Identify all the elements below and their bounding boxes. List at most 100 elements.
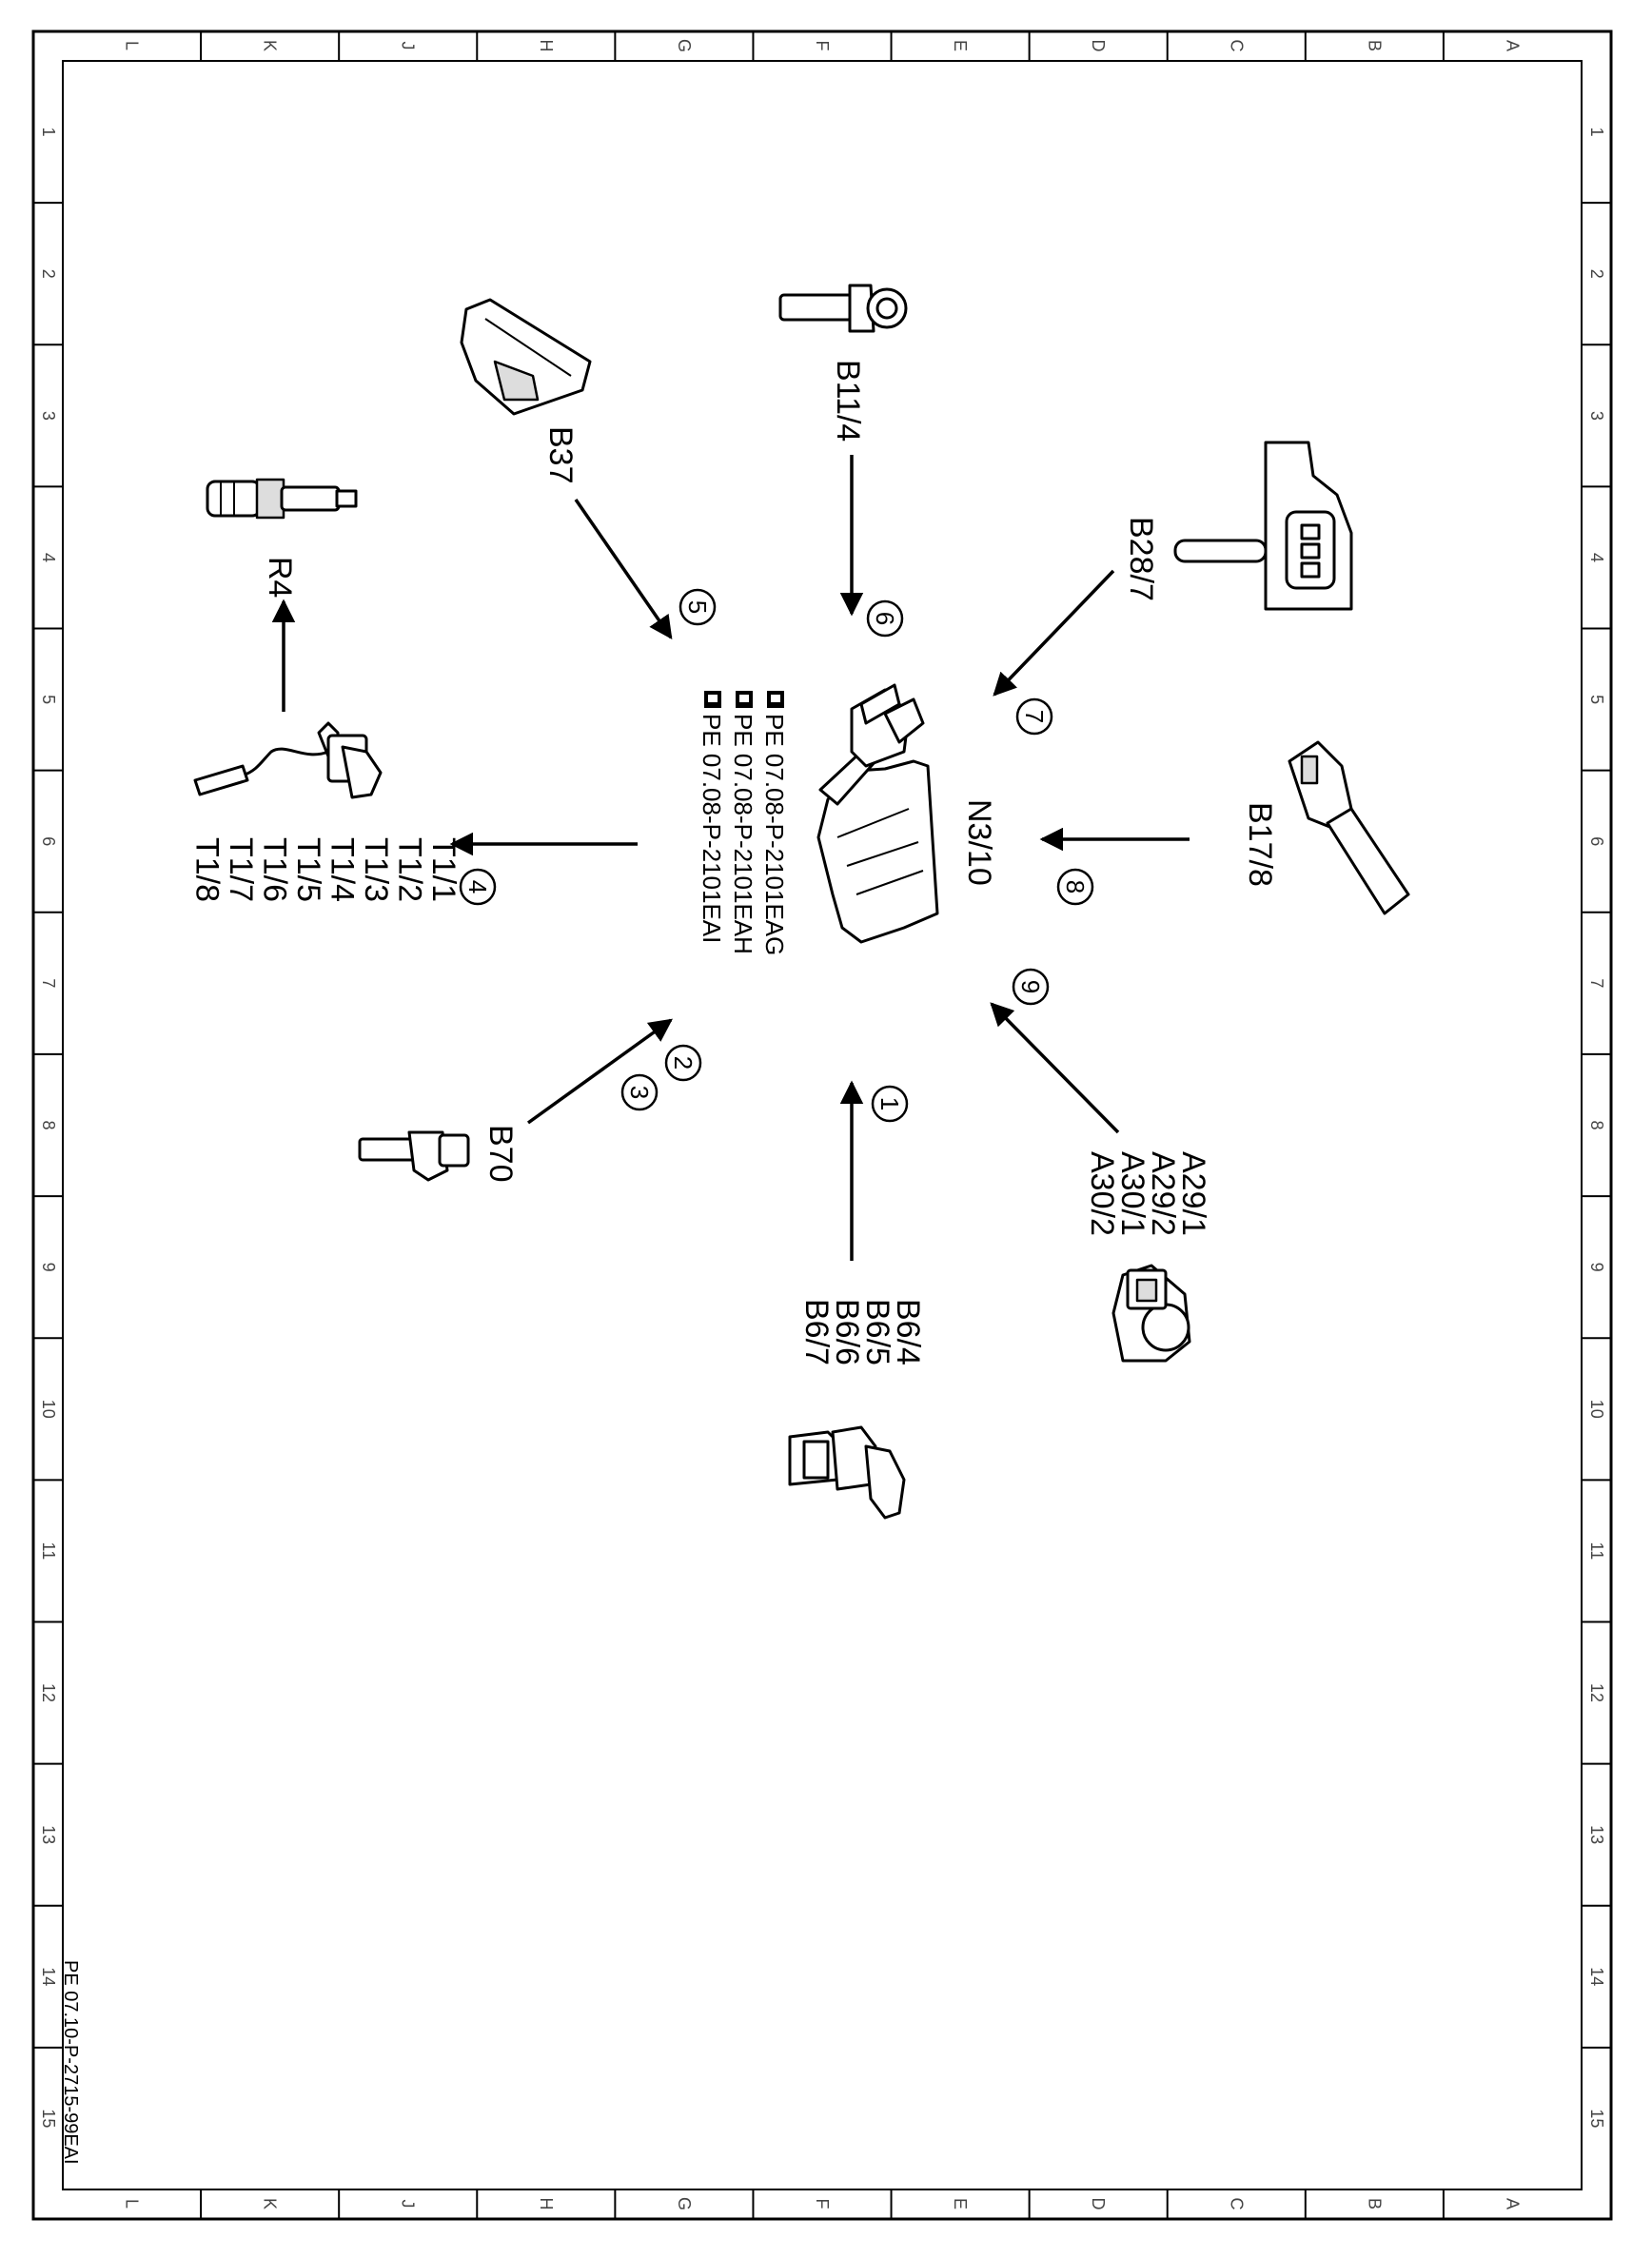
pointer-icon xyxy=(704,691,721,708)
grid-column-label: J xyxy=(399,2200,418,2209)
grid-column-label: D xyxy=(1089,2198,1108,2210)
grid-row-label: 7 xyxy=(1587,978,1606,988)
grid-column-label: D xyxy=(1089,40,1108,52)
labels-a29-a30: A29/1 A29/2 A30/1 A30/2 xyxy=(1084,1151,1211,1236)
grid-row-label: 4 xyxy=(1587,553,1606,562)
grid-column-label: C xyxy=(1227,2198,1246,2210)
label-t1-item: T1/5 xyxy=(290,837,326,902)
grid-row-label: 7 xyxy=(39,978,58,988)
grid-row-label: 12 xyxy=(1587,1683,1606,1702)
grid-row-label: 11 xyxy=(39,1542,58,1561)
ecu-n3-10 xyxy=(816,683,939,944)
grid-row-label: 4 xyxy=(39,553,58,562)
grid-column-label: K xyxy=(261,2198,280,2209)
label-r4: R4 xyxy=(262,557,298,598)
grid-row-label: 5 xyxy=(39,695,58,704)
grid-row-label: 8 xyxy=(1587,1120,1606,1129)
label-t1-item: T1/8 xyxy=(189,837,226,902)
grid-row-label: 6 xyxy=(39,836,58,846)
grid-row-label: 9 xyxy=(39,1263,58,1272)
grid-column-label: G xyxy=(675,2197,694,2210)
marker-2: 2 xyxy=(669,1056,698,1070)
component-b17-8 xyxy=(1288,740,1410,915)
label-t1-item: T1/3 xyxy=(358,837,394,902)
component-b28-7 xyxy=(1173,441,1353,611)
label-b6-6: B6/6 xyxy=(829,1299,865,1365)
component-b70 xyxy=(358,1130,470,1182)
grid-column-label: F xyxy=(813,2199,832,2209)
grid-row-label: 6 xyxy=(1587,836,1606,846)
marker-5: 5 xyxy=(683,600,712,614)
grid-row-label: 8 xyxy=(39,1120,58,1129)
component-t1 xyxy=(193,721,383,799)
label-b6-4: B6/4 xyxy=(890,1299,926,1365)
grid-column-label: L xyxy=(123,41,142,50)
label-t1-item: T1/7 xyxy=(223,837,259,902)
label-a29-1: A29/1 xyxy=(1175,1151,1211,1236)
grid-row-label: 11 xyxy=(1587,1542,1606,1561)
grid-row-label: 3 xyxy=(39,411,58,421)
label-t1-item: T1/6 xyxy=(257,837,293,902)
grid-column-label: K xyxy=(261,40,280,51)
marker-3: 3 xyxy=(625,1086,654,1099)
grid-row-label: 12 xyxy=(39,1683,58,1702)
label-a29-2: A29/2 xyxy=(1145,1151,1181,1236)
label-b6-7: B6/7 xyxy=(798,1299,835,1365)
label-n3-10: N3/10 xyxy=(961,799,997,886)
grid-column-label: F xyxy=(813,41,832,51)
grid-row-label: 15 xyxy=(39,2109,58,2128)
label-t1-item: T1/4 xyxy=(324,837,361,902)
grid-column-label: A xyxy=(1503,2198,1522,2209)
ref-list: PE 07.08-P-2101EAG PE 07.08-P-2101EAH PE… xyxy=(698,691,789,955)
pointer-icon xyxy=(767,691,784,708)
grid-row-label: 10 xyxy=(1587,1400,1606,1419)
grid-column-label: C xyxy=(1227,40,1246,52)
grid-row-label: 1 xyxy=(1587,128,1606,137)
label-b17-8: B17/8 xyxy=(1242,802,1278,887)
label-t1-item: T1/1 xyxy=(425,837,462,902)
grid-row-label: 2 xyxy=(39,269,58,279)
grid-row-label: 14 xyxy=(39,1967,58,1986)
marker-6: 6 xyxy=(871,612,899,625)
label-b70: B70 xyxy=(482,1125,519,1183)
label-b6-5: B6/5 xyxy=(859,1299,895,1365)
pointer-icon xyxy=(736,691,753,708)
grid-column-label: H xyxy=(537,40,556,52)
labels-b6: B6/4 B6/5 B6/6 B6/7 xyxy=(798,1299,926,1365)
ref-1: PE 07.08-P-2101EAG xyxy=(760,714,789,955)
label-b11-4: B11/4 xyxy=(830,360,866,442)
grid-column-label: J xyxy=(399,42,418,50)
drawing-frame xyxy=(31,29,1613,2221)
grid-column-label: G xyxy=(675,39,694,52)
component-b6 xyxy=(788,1425,906,1520)
labels-t1: T1/1T1/2T1/3T1/4T1/5T1/6T1/7T1/8 xyxy=(189,837,462,902)
marker-7: 7 xyxy=(1020,710,1049,723)
grid-row-label: 13 xyxy=(1587,1825,1606,1844)
grid-row-label: 9 xyxy=(1587,1263,1606,1272)
grid-column-label: L xyxy=(123,2199,142,2209)
grid-row-label: 1 xyxy=(39,128,58,137)
grid-column-label: H xyxy=(537,2198,556,2210)
marker-4: 4 xyxy=(463,880,492,893)
grid-column-label: B xyxy=(1365,40,1384,51)
component-b11-4 xyxy=(778,284,908,333)
label-b28-7: B28/7 xyxy=(1123,517,1159,601)
grid-column-label: E xyxy=(951,2198,970,2209)
component-b37 xyxy=(460,298,592,416)
ref-3: PE 07.08-P-2101EAI xyxy=(698,714,726,943)
grid-row-label: 15 xyxy=(1587,2109,1606,2128)
component-a29 xyxy=(1111,1264,1191,1363)
label-a30-1: A30/1 xyxy=(1114,1151,1150,1236)
grid-row-label: 5 xyxy=(1587,695,1606,704)
grid-column-label: E xyxy=(951,40,970,51)
document-id: PE 07.10-P-2715-99EAI xyxy=(60,1960,81,2165)
grid-row-label: 13 xyxy=(39,1825,58,1844)
marker-9: 9 xyxy=(1016,980,1045,993)
grid-column-label: A xyxy=(1503,40,1522,51)
label-t1-item: T1/2 xyxy=(392,837,428,902)
marker-8: 8 xyxy=(1061,880,1090,893)
grid-row-label: 14 xyxy=(1587,1967,1606,1986)
